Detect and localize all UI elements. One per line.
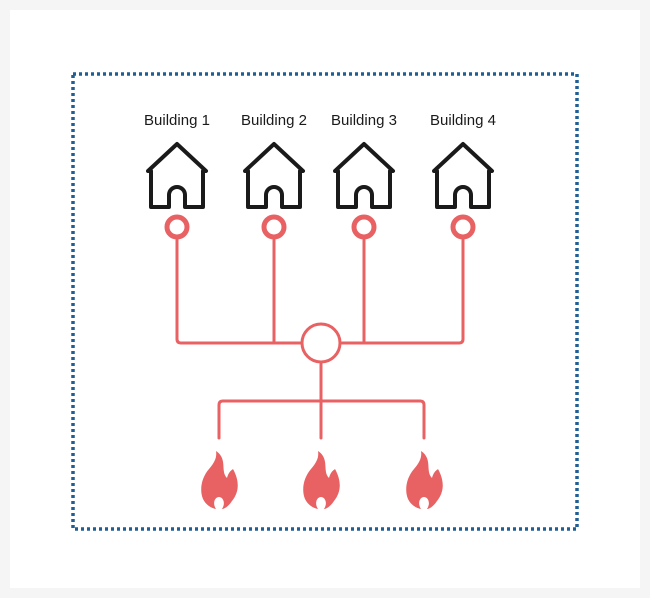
house-icon <box>432 142 494 209</box>
connection-node-icon <box>351 214 377 240</box>
pipe-network <box>175 237 465 440</box>
house-icon <box>243 142 305 209</box>
buildings-group <box>146 142 494 209</box>
building-label: Building 1 <box>144 112 210 129</box>
building-label: Building 2 <box>241 112 307 129</box>
pipe-building-1 <box>175 237 304 345</box>
flame-icon <box>406 451 443 509</box>
connection-node-icon <box>450 214 476 240</box>
flame-icon <box>201 451 238 509</box>
connection-nodes <box>164 214 476 364</box>
building-label: Building 3 <box>331 112 397 129</box>
building-labels: Building 1 Building 2 Building 3 Building 4 <box>144 112 496 129</box>
house-icon <box>146 142 208 209</box>
house-icon <box>333 142 395 209</box>
central-hub-icon <box>300 322 342 364</box>
dotted-frame <box>71 72 579 531</box>
flame-icon <box>303 451 340 509</box>
connection-node-icon <box>164 214 190 240</box>
heat-sources-group <box>201 451 443 509</box>
connection-node-icon <box>261 214 287 240</box>
building-label: Building 4 <box>430 112 496 129</box>
pipe-building-4 <box>338 237 465 345</box>
